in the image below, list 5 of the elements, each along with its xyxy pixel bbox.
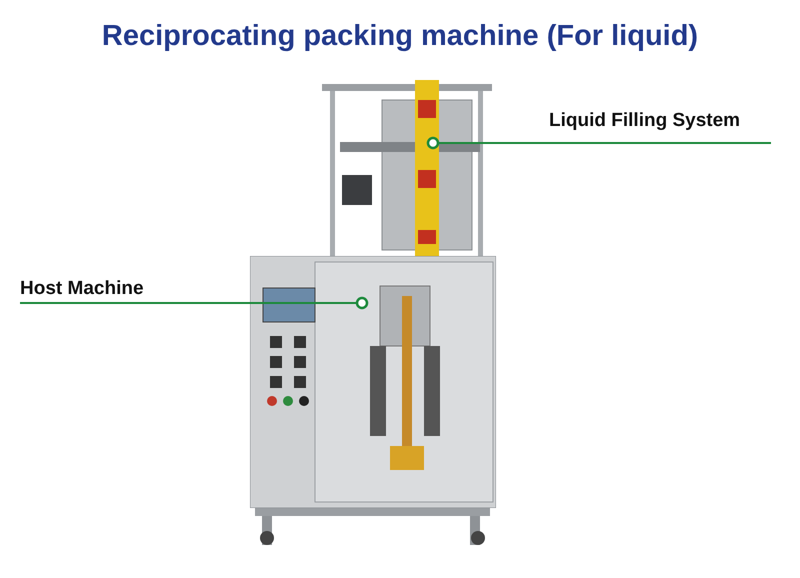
leader-line [426, 136, 771, 150]
diagram-title: Reciprocating packing machine (For liquid) [100, 20, 700, 53]
leader-line [20, 296, 368, 310]
callout-label: Liquid Filling System [549, 110, 742, 132]
callout-label: Host Machine [20, 278, 145, 300]
